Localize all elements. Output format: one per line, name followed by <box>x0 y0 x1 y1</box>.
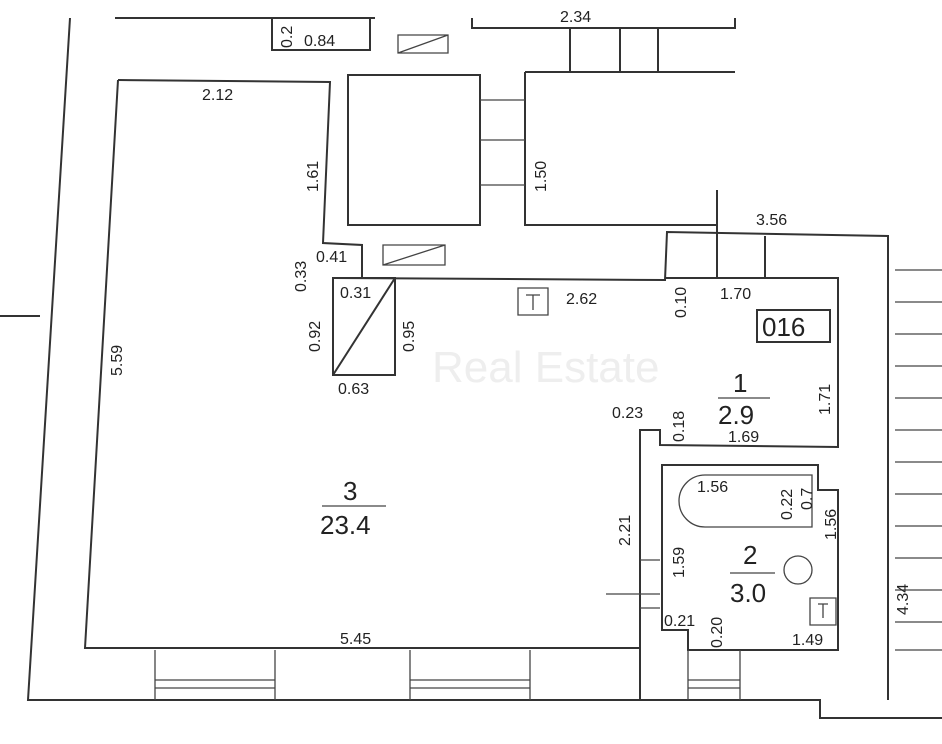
dim: 0.22 <box>779 489 796 520</box>
dim: 2.34 <box>560 9 591 26</box>
dim: 0.7 <box>799 488 816 510</box>
dim: 0.63 <box>338 381 369 398</box>
dim: 0.10 <box>673 287 690 318</box>
dim: 1.56 <box>823 509 840 540</box>
dim: 1.59 <box>671 547 688 578</box>
dim: 0.18 <box>671 411 688 442</box>
dimension-labels: 0.84 0.2 2.34 2.12 1.61 1.50 3.56 0.41 0… <box>109 9 912 649</box>
dim: 0.20 <box>709 617 726 648</box>
flat-code-box <box>756 309 831 343</box>
walls <box>0 17 942 719</box>
dim: 1.70 <box>720 286 751 303</box>
dim: 0.2 <box>279 26 296 48</box>
dim: 1.49 <box>792 632 823 649</box>
dim: 0.31 <box>340 285 371 302</box>
watermark: Real Estate <box>432 343 659 392</box>
dim: 1.56 <box>697 479 728 496</box>
dim: 1.69 <box>728 429 759 446</box>
room-3-number: 3 <box>343 476 357 506</box>
room-1-area: 2.9 <box>718 400 754 430</box>
dim: 0.41 <box>316 249 347 266</box>
dim: 0.84 <box>304 33 335 50</box>
dim: 0.23 <box>612 405 643 422</box>
dim: 2.21 <box>617 515 634 546</box>
room-1-number: 1 <box>733 368 747 398</box>
room-2-area: 3.0 <box>730 578 766 608</box>
dim: 4.34 <box>895 584 912 615</box>
dim: 1.71 <box>817 384 834 415</box>
dim: 5.45 <box>340 631 371 648</box>
dim: 0.95 <box>401 321 418 352</box>
dim: 0.92 <box>307 321 324 352</box>
dim: 0.21 <box>664 613 695 630</box>
dim: 1.61 <box>305 161 322 192</box>
dim: 1.50 <box>533 161 550 192</box>
room-3-area: 23.4 <box>320 510 371 540</box>
dim: 3.56 <box>756 212 787 229</box>
dim: 0.33 <box>293 261 310 292</box>
dim: 2.62 <box>566 291 597 308</box>
dim: 2.12 <box>202 87 233 104</box>
dim: 5.59 <box>109 345 126 376</box>
flat-code: 016 <box>762 312 805 342</box>
room-2-number: 2 <box>743 540 757 570</box>
